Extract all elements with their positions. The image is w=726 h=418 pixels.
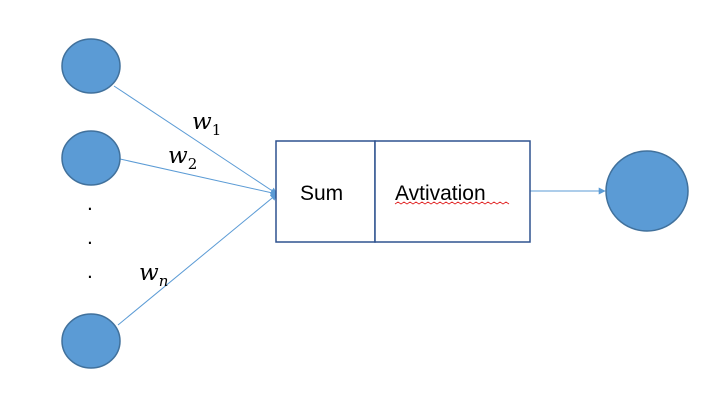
sum-box	[275, 140, 376, 243]
output-node	[605, 150, 689, 232]
input-node-1	[61, 38, 121, 94]
weight-subscript-2: 2	[188, 155, 198, 173]
edge-input-2-to-sum	[119, 158, 278, 197]
input-node-n	[61, 313, 121, 369]
weight-subscript-n: n	[159, 272, 169, 290]
ellipsis-dot-2: .	[87, 226, 93, 249]
activation-box	[374, 140, 531, 243]
spellcheck-underline	[394, 201, 510, 205]
activation-label: Avtivation	[395, 182, 486, 205]
edge-input-n-to-sum	[117, 193, 278, 326]
sum-label: Sum	[300, 182, 343, 205]
ellipsis-dot-3: .	[87, 260, 93, 283]
weight-symbol-2: w	[168, 143, 188, 169]
weight-label-n: wn	[139, 260, 168, 290]
edge-input-1-to-sum	[113, 85, 278, 195]
weight-subscript-1: 1	[212, 121, 222, 139]
ellipsis-dot-1: .	[87, 192, 93, 215]
weight-symbol-1: w	[192, 109, 212, 135]
weight-label-2: w2	[168, 143, 197, 173]
input-node-2	[61, 130, 121, 186]
weight-symbol-n: w	[139, 260, 159, 286]
weight-label-1: w1	[192, 109, 221, 139]
